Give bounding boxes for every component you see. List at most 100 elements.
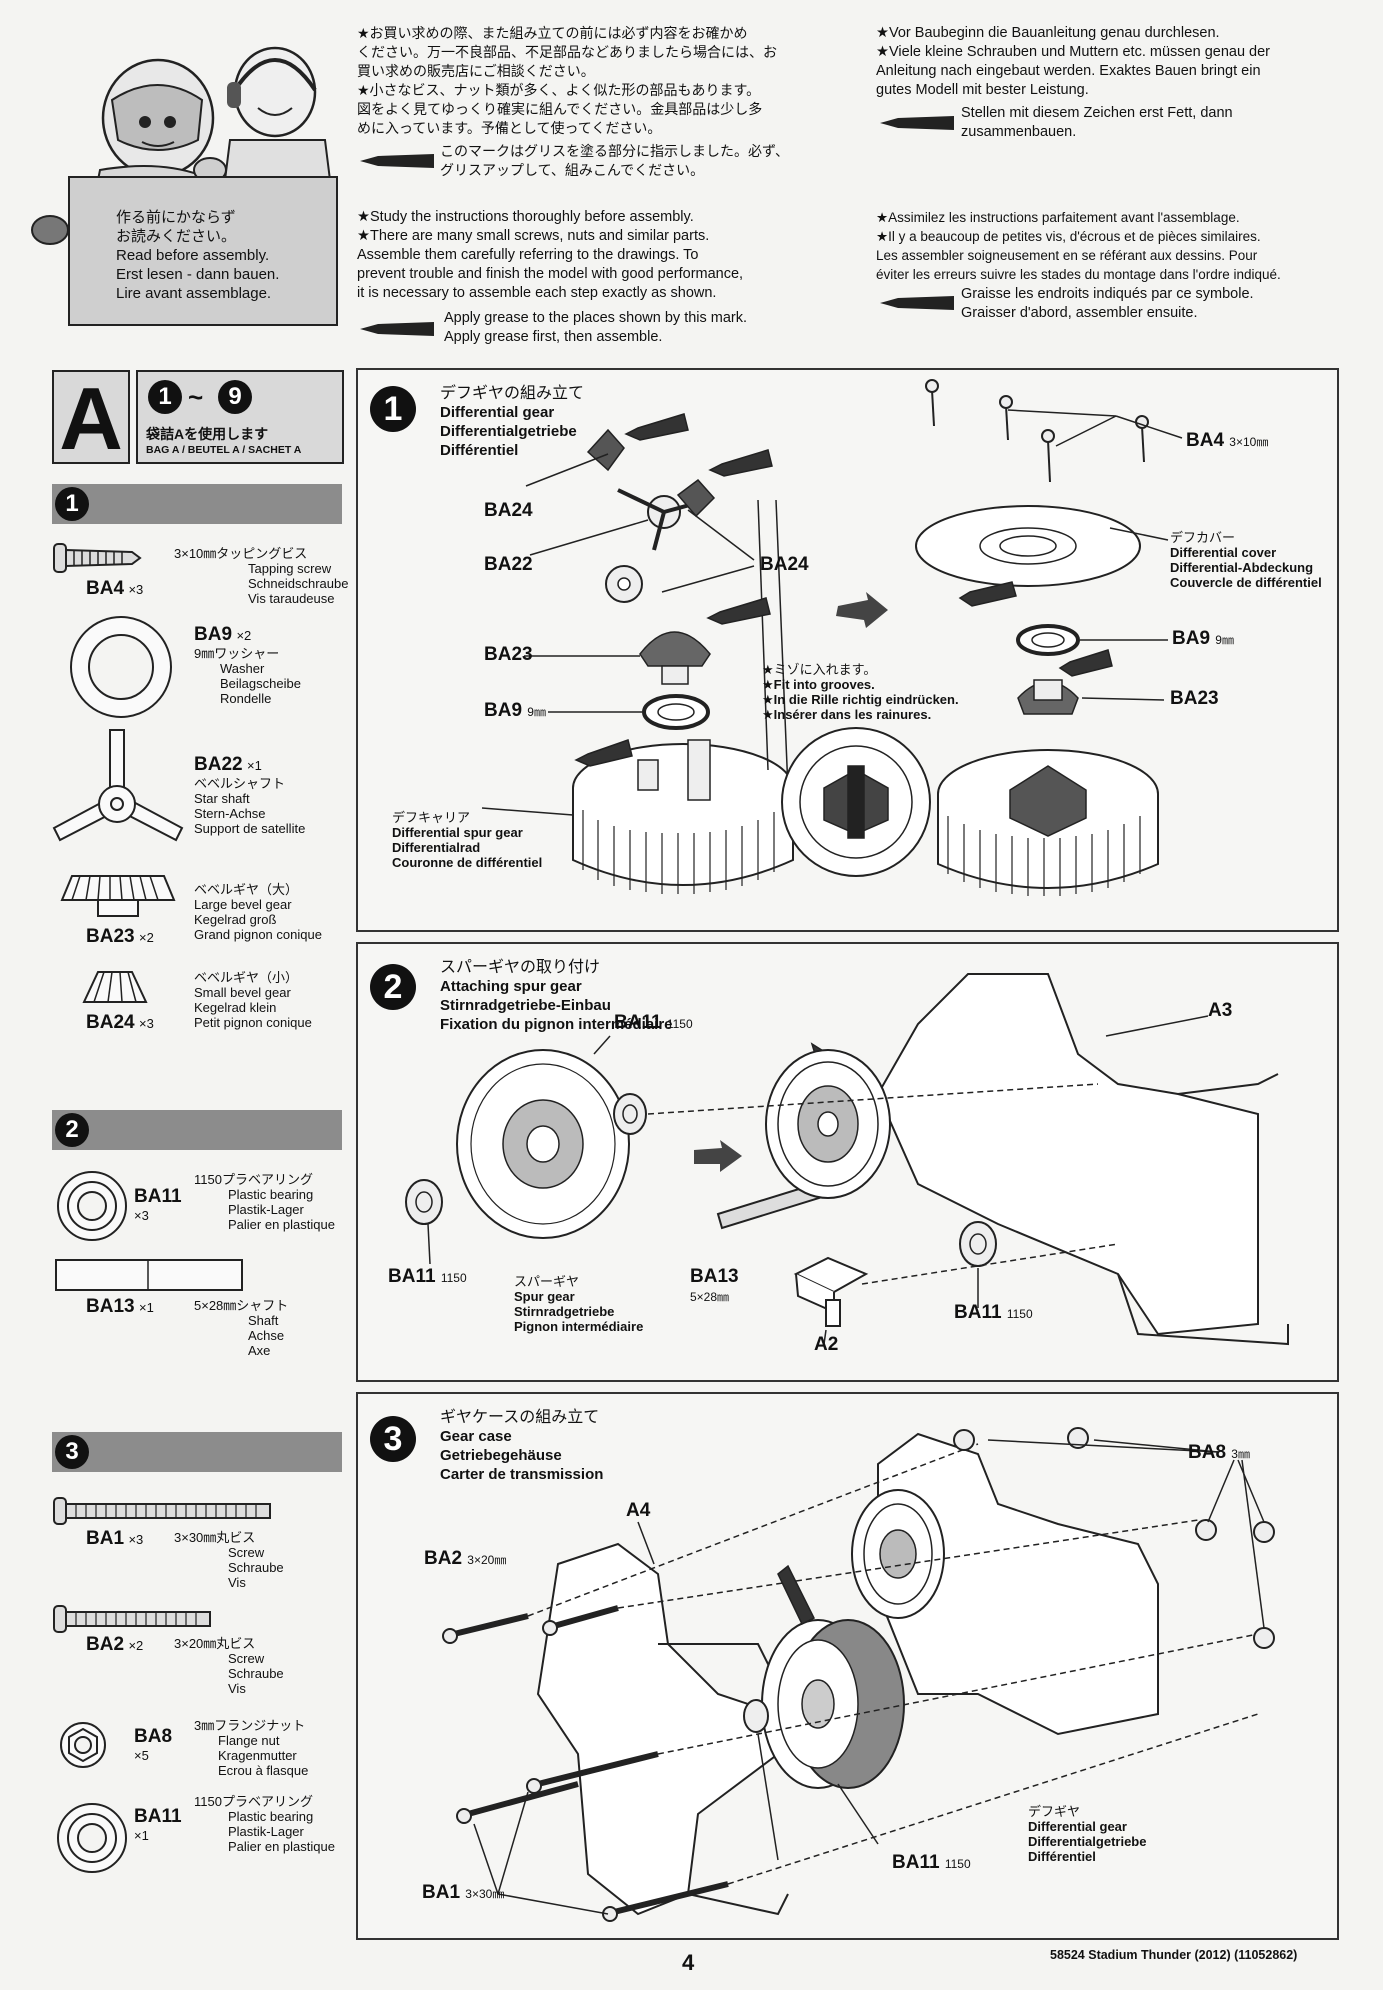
- step2-title: スパーギヤの取り付け Attaching spur gear Stirnradg…: [440, 958, 673, 1034]
- label-ba4: BA4 3×10㎜: [1186, 430, 1268, 452]
- title-jp: ギヤケースの組み立て: [440, 1409, 600, 1426]
- part-code-ba11: BA11 ×3: [134, 1186, 182, 1223]
- label-ba11-left: BA11 1150: [388, 1266, 467, 1288]
- part-jp: 3×10㎜タッピングビス: [174, 546, 308, 561]
- part-fr: Vis taraudeuse: [248, 591, 335, 606]
- part-code: BA2: [86, 1634, 125, 1655]
- jp-line: 図をよく見てゆっくり確実に組んでください。金具部品は少し多: [357, 101, 763, 117]
- sidebar-step1-bar: 1: [52, 484, 342, 524]
- screw-30mm-icon: [53, 1497, 271, 1525]
- en-grease-line: Apply grease to the places shown by this…: [444, 310, 748, 326]
- jp-grease-note: このマークはグリスを塗る部分に指示しました。必ず、 グリスアップして、組みこんで…: [440, 142, 840, 180]
- callout-en: Spur gear: [514, 1289, 575, 1304]
- en-line: prevent trouble and finish the model wit…: [357, 266, 744, 282]
- label-text: BA4: [1186, 430, 1225, 451]
- part-code: BA13: [86, 1296, 135, 1317]
- part-code-ba23: BA23 ×2: [86, 926, 154, 948]
- label-ba13: BA13 5×28㎜: [690, 1266, 739, 1305]
- fr-grease-line: Graisser d'abord, assembler ensuite.: [961, 305, 1198, 321]
- plastic-bearing-icon: [57, 1803, 127, 1873]
- small-bevel-gear-icon: [82, 971, 148, 1003]
- step2-panel-badge: 2: [370, 964, 416, 1010]
- step3-badge: 3: [55, 1435, 89, 1469]
- fr-line: éviter les erreurs suivre les stades du …: [876, 267, 1281, 282]
- tapping-screw-icon: [53, 543, 142, 573]
- part-de: Kegelrad groß: [194, 912, 277, 927]
- jp-instructions: ★お買い求めの際、また組み立ての前には必ず内容をお確かめ ください。万一不良部品…: [357, 24, 827, 138]
- part-jp: 9㎜ワッシャー: [194, 646, 280, 661]
- label-unit: 1150: [440, 1271, 467, 1285]
- part-de: Beilagscheibe: [220, 676, 301, 691]
- label-text: BA8: [1188, 1442, 1227, 1463]
- label-ba23-right: BA23: [1170, 688, 1219, 709]
- part-en: Small bevel gear: [194, 985, 291, 1000]
- part-fr: Petit pignon conique: [194, 1015, 312, 1030]
- part-de: Plastik-Lager: [228, 1824, 304, 1839]
- jp-line: ★小さなビス、ナット類が多く、よく似た形の部品もあります。: [357, 82, 761, 98]
- callout-de: Differentialgetriebe: [1028, 1834, 1147, 1849]
- en-grease-line: Apply grease first, then assemble.: [444, 329, 663, 345]
- range-sep: ~: [188, 382, 204, 412]
- part-en: Washer: [220, 661, 265, 676]
- card-line: Read before assembly.: [116, 247, 270, 264]
- part-jp: 3×30㎜丸ビス: [174, 1530, 256, 1545]
- callout-en: Differential gear: [1028, 1819, 1127, 1834]
- part-code: BA22: [194, 754, 243, 775]
- step1-diagram: [481, 379, 1183, 896]
- fr-line: Les assembler soigneusement en se référa…: [876, 248, 1258, 263]
- part-de: Schraube: [228, 1560, 284, 1575]
- en-grease-note: Apply grease to the places shown by this…: [444, 309, 844, 347]
- part-fr: Palier en plastique: [228, 1839, 335, 1854]
- jp-grease-line: グリスアップして、組みこんでください。: [440, 162, 705, 178]
- callout-jp: デフカバー: [1170, 530, 1236, 545]
- part-de: Kegelrad klein: [194, 1000, 277, 1015]
- label-unit: 3㎜: [1231, 1447, 1250, 1461]
- range-end-badge: 9: [218, 380, 252, 414]
- card-line: Lire avant assemblage.: [116, 285, 272, 302]
- page-number: 4: [682, 1950, 695, 1975]
- callout-fr: Pignon intermédiaire: [514, 1319, 644, 1334]
- part-qty: ×2: [236, 628, 252, 643]
- flange-nut-icon: [60, 1722, 106, 1768]
- step1-badge: 1: [55, 487, 89, 521]
- part-de: Kragenmutter: [218, 1748, 297, 1763]
- part-code: BA1: [86, 1528, 125, 1549]
- part-desc-ba11: 1150プラベアリング Plastic bearing Plastik-Lage…: [194, 1172, 335, 1232]
- part-en: Tapping screw: [248, 561, 332, 576]
- part-jp: ベベルギヤ（大）: [194, 882, 299, 897]
- label-unit: 9㎜: [1215, 633, 1234, 647]
- bag-langs: BAG A / BEUTEL A / SACHET A: [146, 444, 302, 456]
- part-desc-ba2: 3×20㎜丸ビス Screw Schraube Vis: [174, 1636, 284, 1696]
- label-ba23: BA23: [484, 644, 533, 665]
- part-en: Plastic bearing: [228, 1809, 314, 1824]
- part-desc-ba1: 3×30㎜丸ビス Screw Schraube Vis: [174, 1530, 284, 1590]
- range-start-badge: 1: [148, 380, 182, 414]
- label-ba9: BA9 9㎜: [484, 700, 546, 722]
- part-code: BA11: [134, 1806, 182, 1827]
- title-de: Stirnradgetriebe-Einbau: [440, 997, 611, 1014]
- callout-de: Differentialrad: [392, 840, 481, 855]
- part-en: Screw: [228, 1545, 265, 1560]
- part-qty: ×1: [247, 758, 262, 773]
- fr-grease-note: Graisse les endroits indiqués par ce sym…: [961, 285, 1341, 323]
- part-qty: ×2: [139, 930, 154, 945]
- step1-title: デフギヤの組み立て Differential gear Differential…: [440, 384, 584, 460]
- part-en: Flange nut: [218, 1733, 280, 1748]
- note-jp: ★ミゾに入れます。: [762, 662, 877, 677]
- part-de: Plastik-Lager: [228, 1202, 304, 1217]
- part-code-ba1: BA1 ×3: [86, 1528, 143, 1550]
- part-desc-ba11-step3: 1150プラベアリング Plastic bearing Plastik-Lage…: [194, 1794, 335, 1854]
- part-jp: 3×20㎜丸ビス: [174, 1636, 256, 1651]
- title-en: Differential gear: [440, 404, 555, 421]
- fr-grease-line: Graisse les endroits indiqués par ce sym…: [961, 286, 1254, 302]
- label-text: BA9: [484, 700, 523, 721]
- en-instructions: ★Study the instructions thoroughly befor…: [357, 208, 827, 303]
- part-jp: 5×28㎜シャフト: [194, 1298, 289, 1313]
- part-de: Stern-Achse: [194, 806, 266, 821]
- de-grease-line: zusammenbauen.: [961, 124, 1077, 140]
- step3-panel: 3 ギヤケースの組み立て Gear case Getriebegehäuse C…: [356, 1392, 1339, 1940]
- callout-en: Differential cover: [1170, 545, 1277, 560]
- de-line: gutes Modell mit bester Leistung.: [876, 82, 1089, 98]
- part-fr: Palier en plastique: [228, 1217, 335, 1232]
- part-qty: ×2: [128, 1638, 144, 1653]
